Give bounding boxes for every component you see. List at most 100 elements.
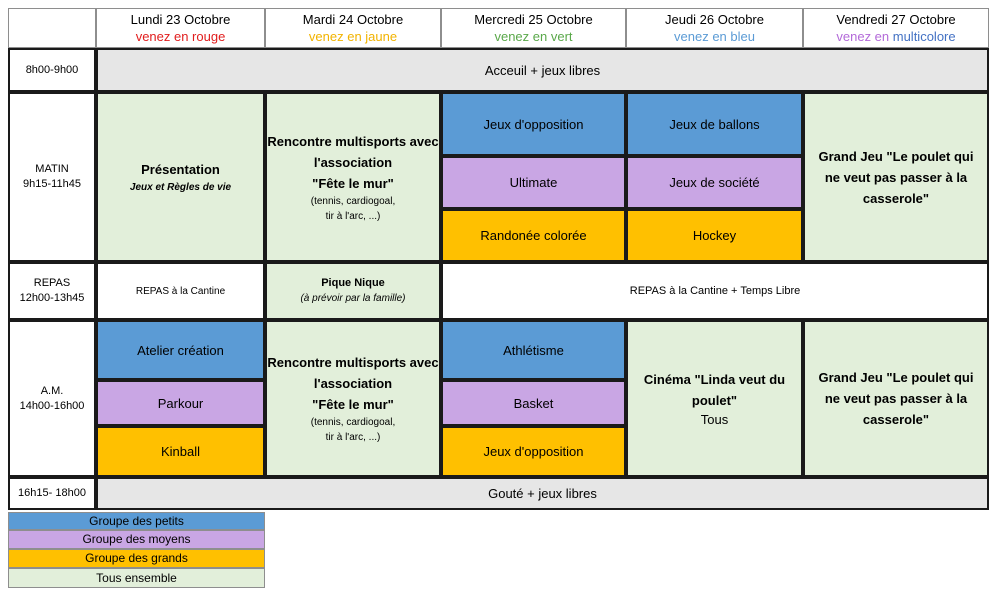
day-name: Mercredi 25 Octobre xyxy=(474,12,593,27)
header-day-jeudi: Jeudi 26 Octobre venez en bleu xyxy=(626,8,803,48)
activity-title: Grand Jeu "Le poulet qui xyxy=(818,370,974,385)
activity-title: ne veut pas passer à la xyxy=(824,391,968,406)
accueil-cell: Acceuil + jeux libres xyxy=(96,48,989,92)
activity-title: casserole" xyxy=(862,412,930,427)
activity-detail: tir à l'arc, ...) xyxy=(325,210,381,222)
legend-moyens: Groupe des moyens xyxy=(8,530,265,549)
repas-title: Pique Nique xyxy=(321,277,385,289)
time-repas: REPAS 12h00-13h45 xyxy=(8,262,96,320)
activity-label: Jeux d'opposition xyxy=(483,444,584,459)
legend-label: Groupe des petits xyxy=(89,513,184,528)
activity-title: "Fête le mur" xyxy=(312,397,394,412)
day-color-note-part: venez en xyxy=(836,29,893,44)
matin-jeudi-moyens: Jeux de société xyxy=(626,156,803,209)
activity-detail: tir à l'arc, ...) xyxy=(325,432,381,443)
goute-cell: Gouté + jeux libres xyxy=(96,477,989,510)
matin-mercredi-grands: Randonée colorée xyxy=(441,209,626,262)
accueil-label: Acceuil + jeux libres xyxy=(484,62,601,78)
legend-tous: Tous ensemble xyxy=(8,568,265,588)
legend-label: Tous ensemble xyxy=(96,570,177,585)
activity-title: Rencontre multisports avec xyxy=(267,355,439,370)
repas-mardi: Pique Nique (à prévoir par la famille) xyxy=(265,262,441,320)
time-label: REPAS xyxy=(33,277,71,289)
header-day-lundi: Lundi 23 Octobre venez en rouge xyxy=(96,8,265,48)
matin-jeudi-petits: Jeux de ballons xyxy=(626,92,803,156)
legend-petits: Groupe des petits xyxy=(8,512,265,530)
matin-lundi: Présentation Jeux et Règles de vie xyxy=(96,92,265,262)
time-range: 12h00-13h45 xyxy=(19,292,85,304)
time-range: 9h15-11h45 xyxy=(23,178,81,190)
activity-label: Basket xyxy=(513,395,554,411)
day-name: Mardi 24 Octobre xyxy=(302,12,404,27)
activity-label: Hockey xyxy=(692,228,737,243)
activity-label: Randonée colorée xyxy=(480,228,587,243)
activity-label: Jeux de ballons xyxy=(669,116,760,132)
time-accueil: 8h00-9h00 xyxy=(8,48,96,92)
legend-label: Groupe des moyens xyxy=(82,532,191,546)
header-day-mercredi: Mercredi 25 Octobre venez en vert xyxy=(441,8,626,48)
matin-mercredi-petits: Jeux d'opposition xyxy=(441,92,626,156)
activity-subtitle: Jeux et Règles de vie xyxy=(129,182,232,193)
time-label: 8h00-9h00 xyxy=(25,63,79,76)
time-label: 16h15- 18h00 xyxy=(18,487,86,499)
activity-detail: Tous xyxy=(700,412,729,427)
matin-mercredi-moyens: Ultimate xyxy=(441,156,626,209)
activity-detail: (tennis, cardiogoal, xyxy=(310,417,396,428)
activity-title: "Fête le mur" xyxy=(312,175,394,191)
time-am: A.M. 14h00-16h00 xyxy=(8,320,96,477)
header-corner xyxy=(8,8,96,48)
day-name: Vendredi 27 Octobre xyxy=(836,12,956,27)
time-matin: MATIN 9h15-11h45 xyxy=(8,92,96,262)
am-mardi: Rencontre multisports avec l'association… xyxy=(265,320,441,477)
day-name: Jeudi 26 Octobre xyxy=(664,12,764,27)
header-day-vendredi: Vendredi 27 Octobre venez en multicolore xyxy=(803,8,989,48)
day-color-note-part: multicolore xyxy=(892,29,956,44)
header-day-mardi: Mardi 24 Octobre venez en jaune xyxy=(265,8,441,48)
activity-label: Kinball xyxy=(160,444,201,459)
time-range: 14h00-16h00 xyxy=(19,399,85,412)
activity-label: Jeux de société xyxy=(669,175,760,190)
repas-lundi: REPAS à la Cantine xyxy=(96,262,265,320)
activity-title: Rencontre multisports avec xyxy=(267,133,439,149)
matin-jeudi-grands: Hockey xyxy=(626,209,803,262)
am-vendredi: Grand Jeu "Le poulet qui ne veut pas pas… xyxy=(803,320,989,477)
activity-label: Atelier création xyxy=(137,342,224,358)
day-color-note: venez en multicolore xyxy=(836,28,955,45)
activity-title: ne veut pas passer à la xyxy=(824,169,968,185)
activity-title: Cinéma "Linda veut du xyxy=(643,372,786,387)
repas-subtitle: (à prévoir par la famille) xyxy=(300,293,406,304)
am-lundi-petits: Atelier création xyxy=(96,320,265,380)
activity-detail: (tennis, cardiogoal, xyxy=(310,195,396,207)
repas-label: REPAS à la Cantine xyxy=(135,285,226,297)
day-color-note: venez en rouge xyxy=(135,29,226,44)
activity-label: Parkour xyxy=(157,395,204,411)
activity-title: casserole" xyxy=(862,190,930,206)
am-jeudi: Cinéma "Linda veut du poulet" Tous xyxy=(626,320,803,477)
am-mercredi-grands: Jeux d'opposition xyxy=(441,426,626,477)
day-color-note: venez en jaune xyxy=(308,29,398,44)
day-name: Lundi 23 Octobre xyxy=(130,12,231,27)
repas-rest: REPAS à la Cantine + Temps Libre xyxy=(441,262,989,320)
day-color-note: venez en bleu xyxy=(674,29,755,44)
activity-title: Grand Jeu "Le poulet qui xyxy=(818,148,974,164)
am-lundi-grands: Kinball xyxy=(96,426,265,477)
legend-grands: Groupe des grands xyxy=(8,549,265,568)
time-label: MATIN xyxy=(35,163,69,175)
activity-title: l'association xyxy=(313,376,393,391)
activity-title: poulet" xyxy=(691,393,738,408)
matin-vendredi: Grand Jeu "Le poulet qui ne veut pas pas… xyxy=(803,92,989,262)
legend-label: Groupe des grands xyxy=(85,551,188,565)
time-goute: 16h15- 18h00 xyxy=(8,477,96,510)
am-lundi-moyens: Parkour xyxy=(96,380,265,426)
matin-mardi: Rencontre multisports avec l'association… xyxy=(265,92,441,262)
repas-label: REPAS à la Cantine + Temps Libre xyxy=(629,284,801,297)
am-mercredi-moyens: Basket xyxy=(441,380,626,426)
time-label: A.M. xyxy=(40,384,64,397)
day-color-note: venez en vert xyxy=(494,29,573,44)
activity-title: Présentation xyxy=(141,162,220,177)
activity-title: l'association xyxy=(313,154,393,170)
activity-label: Ultimate xyxy=(509,175,558,190)
am-mercredi-petits: Athlétisme xyxy=(441,320,626,380)
goute-label: Gouté + jeux libres xyxy=(488,486,597,501)
